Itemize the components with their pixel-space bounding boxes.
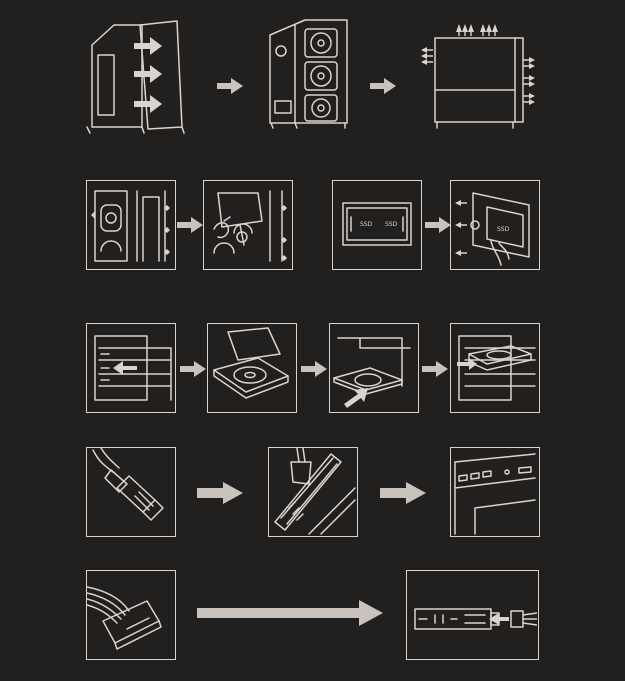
arrow-right-icon — [370, 78, 396, 94]
upward-arrows-icon — [456, 24, 498, 36]
arrow-right-long-icon — [197, 600, 383, 626]
ssd-label: SSD — [385, 221, 398, 228]
panel-ssd-install: SSD — [450, 180, 540, 270]
panel-hdd-insert — [329, 323, 419, 413]
panel-usb-motherboard — [268, 447, 358, 537]
arrow-right-icon — [197, 482, 243, 504]
left-arrows-icon — [421, 47, 433, 65]
arrow-right-icon — [422, 361, 448, 377]
panel-hdd-installed — [450, 323, 540, 413]
panel-usb-header-cable — [86, 447, 176, 537]
panel-psu-cover-removed — [203, 180, 293, 270]
case-front-fans-figure — [265, 15, 355, 130]
panel-sata-connect — [406, 570, 539, 660]
panel-hdd-cage — [86, 323, 176, 413]
panel-sata-power-cable — [86, 570, 176, 660]
arrow-right-icon — [177, 217, 203, 233]
right-arrows-icon — [523, 57, 535, 105]
arrow-right-icon — [301, 361, 327, 377]
arrow-right-icon — [425, 217, 451, 233]
arrow-right-icon — [380, 482, 426, 504]
case-airflow-figure — [415, 20, 545, 130]
arrow-right-icon — [217, 78, 243, 94]
panel-hdd-tray — [207, 323, 297, 413]
panel-psu-cover — [86, 180, 176, 270]
case-side-panel-open-figure — [82, 15, 192, 135]
ssd-label: SSD — [360, 221, 373, 228]
ssd-label: SSD — [497, 226, 510, 233]
arrow-right-icon — [180, 361, 206, 377]
panel-front-io-ports — [450, 447, 540, 537]
panel-ssd-bracket: SSD SSD — [332, 180, 422, 270]
